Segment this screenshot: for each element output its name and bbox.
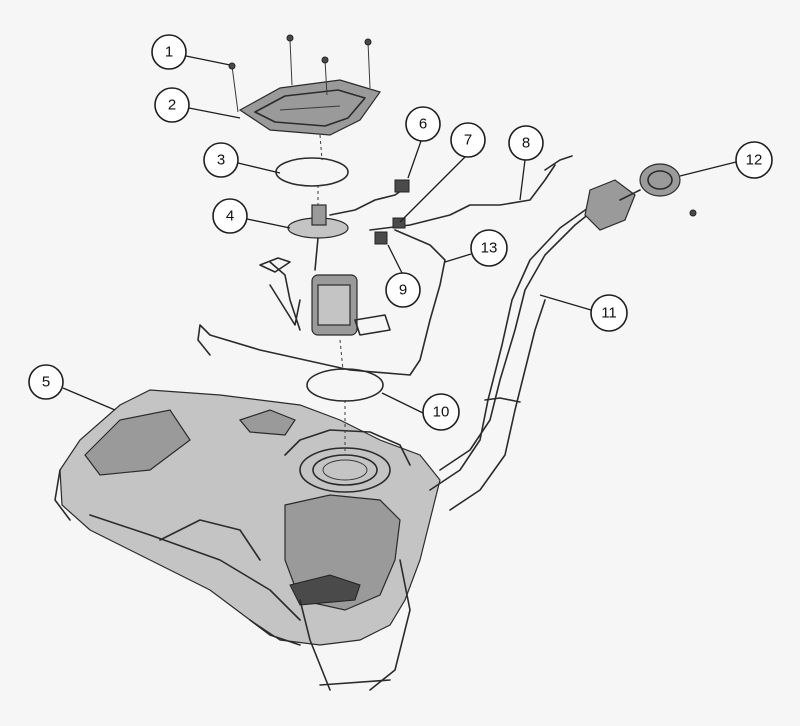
access-cover [228, 34, 381, 136]
callout-8-label: 8 [522, 135, 530, 152]
callout-8: 8 [508, 125, 544, 161]
fuel-tank [54, 389, 441, 691]
callout-10: 10 [422, 393, 460, 431]
callout-5-label: 5 [42, 374, 50, 391]
fuel-pump-module [259, 179, 410, 336]
fuel-lines [197, 155, 573, 376]
callout-4: 4 [212, 198, 248, 234]
callout-6: 6 [405, 106, 441, 142]
callout-11: 11 [590, 294, 628, 332]
callout-5: 5 [28, 364, 64, 400]
callout-10-label: 10 [433, 404, 450, 421]
callout-13-label: 13 [481, 240, 498, 257]
callout-1: 1 [151, 34, 187, 70]
callout-12-label: 12 [746, 152, 763, 169]
callout-12: 12 [735, 141, 773, 179]
seal-ring-lower [306, 368, 384, 402]
assembly-axis-line [317, 134, 346, 455]
callout-13: 13 [470, 229, 508, 267]
callout-9: 9 [385, 272, 421, 308]
callout-3: 3 [203, 142, 239, 178]
callout-11-label: 11 [601, 305, 617, 322]
callout-4-label: 4 [226, 208, 234, 225]
callout-7: 7 [450, 122, 486, 158]
callout-7-label: 7 [464, 132, 472, 149]
filler-neck [429, 179, 636, 511]
callout-2: 2 [154, 87, 190, 123]
callout-6-label: 6 [419, 116, 427, 133]
leader-lines [62, 55, 737, 414]
callout-2-label: 2 [168, 97, 176, 114]
callout-3-label: 3 [217, 152, 225, 169]
fuel-cap [619, 163, 697, 217]
seal-ring-upper [275, 157, 349, 187]
callout-9-label: 9 [399, 282, 407, 299]
callout-1-label: 1 [165, 44, 173, 61]
